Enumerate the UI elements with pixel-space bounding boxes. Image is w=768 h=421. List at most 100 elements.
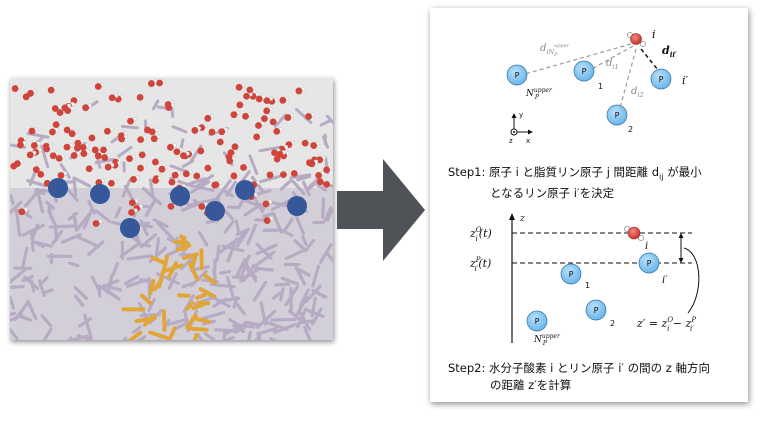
lipid-stick	[228, 318, 242, 328]
headgroup-stick	[151, 99, 160, 111]
oxygen-atom	[92, 220, 100, 227]
oxygen-atom	[173, 148, 181, 156]
right-arrow-icon	[337, 159, 425, 261]
lipid-stick	[30, 232, 35, 252]
svg-text:P: P	[569, 270, 574, 279]
oxygen-atom	[152, 158, 159, 166]
headgroup-stick	[121, 124, 139, 130]
label-atom-iprime-2: i′	[662, 275, 668, 286]
lipid-stick	[304, 238, 316, 252]
oxygen-atom	[100, 146, 107, 154]
lipid-stick	[201, 310, 226, 321]
phosphorus-sphere	[120, 218, 140, 238]
oxygen-atom	[118, 135, 126, 143]
p-atom-1: P	[573, 60, 595, 82]
lipid-stick	[73, 294, 85, 307]
oxygen-atom	[230, 111, 238, 119]
highlighted-lipid-stick	[187, 261, 200, 282]
lipid-stick	[152, 218, 169, 228]
oxygen-atom	[27, 89, 34, 97]
lipid-stick	[296, 174, 311, 182]
label-d-iiprime: dii′	[662, 44, 677, 59]
highlighted-lipid-stick	[191, 302, 206, 311]
oxygen-atom	[13, 160, 21, 167]
headgroup-stick	[322, 135, 330, 149]
lipid-stick	[22, 210, 33, 219]
headgroup-stick	[171, 125, 188, 134]
oxygen-atom	[138, 151, 146, 159]
lipid-stick	[221, 188, 235, 198]
oxygen-atom	[56, 109, 64, 117]
oxygen-atom	[276, 150, 284, 158]
p-atom-2-2: P	[585, 299, 607, 321]
oxygen-atom	[253, 133, 261, 141]
lipid-stick	[10, 311, 17, 317]
lipid-stick	[310, 296, 317, 318]
headgroup-stick	[117, 145, 133, 158]
oxygen-atom	[108, 179, 115, 187]
svg-text:x: x	[526, 137, 530, 145]
highlighted-lipid-stick	[190, 253, 198, 270]
highlighted-lipid-stick	[161, 263, 184, 274]
svg-text:P: P	[659, 75, 664, 84]
oxygen-atom	[82, 104, 90, 112]
oxygen-atom	[216, 138, 224, 146]
oxygen-atom	[51, 105, 59, 112]
lipid-stick	[21, 223, 45, 237]
oxygen-atom	[255, 95, 263, 103]
water-molecule-i-2	[623, 225, 644, 241]
oxygen-atom	[305, 113, 312, 120]
lipid-stick	[316, 183, 327, 192]
oxygen-atom	[310, 142, 318, 149]
oxygen-atom	[148, 128, 156, 136]
oxygen-atom	[204, 164, 212, 172]
headgroup-stick	[295, 107, 313, 124]
lipid-stick	[48, 224, 76, 229]
oxygen-atom	[212, 181, 220, 189]
oxygen-atom	[137, 164, 144, 172]
lipid-stick	[10, 313, 24, 322]
headgroup-stick	[273, 113, 287, 128]
lipid-region-background	[10, 188, 333, 340]
oxygen-atom	[165, 104, 173, 112]
lipid-stick	[14, 209, 22, 237]
lipid-stick	[10, 295, 16, 310]
lipid-stick	[256, 309, 277, 329]
lipid-stick	[126, 254, 154, 261]
svg-text:z: z	[509, 137, 513, 145]
oxygen-atom	[295, 87, 303, 95]
lipid-stick	[291, 180, 306, 196]
oxygen-atom	[148, 80, 155, 87]
highlighted-lipid-stick	[142, 313, 157, 327]
oxygen-atom	[273, 127, 281, 135]
lipid-stick	[10, 193, 15, 205]
lipid-stick	[77, 317, 93, 328]
lipid-stick	[233, 325, 247, 334]
lipid-stick	[280, 276, 299, 286]
oxygen-atom	[240, 164, 247, 171]
highlighted-lipid-stick	[185, 300, 195, 311]
oxygen-atom	[130, 175, 137, 183]
highlighted-lipid-stick	[167, 326, 177, 340]
oxygen-atom	[52, 121, 60, 129]
svg-text:P: P	[647, 259, 652, 268]
oxygen-atom	[103, 127, 111, 135]
highlighted-lipid-stick	[182, 252, 199, 260]
oxygen-atom	[152, 177, 159, 184]
lipid-stick	[10, 284, 25, 289]
oxygen-atom	[315, 171, 323, 179]
headgroup-stick	[181, 159, 195, 168]
lipid-stick	[24, 189, 40, 208]
lipid-stick	[196, 333, 204, 340]
dashed-line-i-2	[619, 48, 637, 109]
highlighted-lipid-stick	[150, 255, 166, 265]
lipid-stick	[156, 222, 176, 242]
lipid-stick	[35, 187, 45, 214]
oxygen-atom	[94, 152, 102, 160]
lipid-stick	[318, 243, 333, 264]
lipid-stick	[42, 288, 54, 295]
lipid-stick	[306, 308, 325, 318]
lipid-stick	[273, 322, 298, 334]
lipid-stick	[179, 257, 193, 271]
